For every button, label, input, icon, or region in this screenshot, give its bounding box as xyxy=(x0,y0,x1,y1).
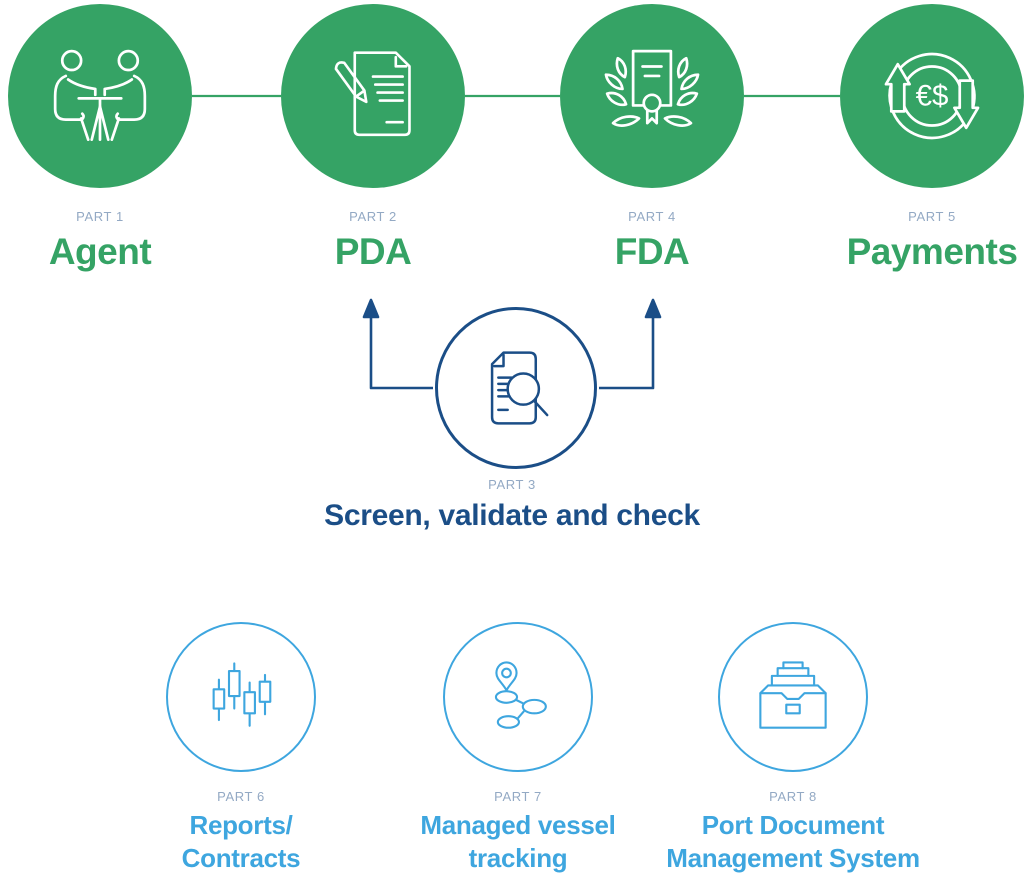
part-label: PART 7 xyxy=(494,789,542,804)
step-vessel-tracking: PART 7 Managed vessel tracking xyxy=(378,622,658,875)
meeting-icon xyxy=(53,49,147,142)
euro-dollar-symbols: €$ xyxy=(916,79,949,112)
pda-circle xyxy=(281,4,465,188)
step-title: Managed vessel tracking xyxy=(420,809,616,875)
payments-circle: €$ xyxy=(840,4,1024,188)
step-reports-contracts: PART 6 Reports/ Contracts xyxy=(101,622,381,875)
step-title: FDA xyxy=(614,231,690,272)
step-fda: PART 4 FDA xyxy=(522,4,782,273)
part-label: PART 3 xyxy=(488,477,536,492)
title-line: Management System xyxy=(666,843,920,873)
reports-circle xyxy=(166,622,316,772)
currency-exchange-icon: €$ xyxy=(884,52,980,140)
step-title: PDA xyxy=(334,231,412,272)
archive-box-icon xyxy=(759,661,827,729)
step-port-document-system: PART 8 Port Document Management System xyxy=(653,622,933,875)
document-system-circle xyxy=(718,622,868,772)
title-line: Port Document xyxy=(701,810,885,840)
step-title: Payments xyxy=(846,231,1018,272)
part-label: PART 8 xyxy=(769,789,817,804)
document-magnifier-icon xyxy=(490,351,549,425)
arrow-to-pda xyxy=(369,313,433,390)
title-line: Contracts xyxy=(181,843,301,873)
title-line: Managed vessel xyxy=(420,810,616,840)
step-title: Screen, validate and check xyxy=(324,499,700,532)
step-pda: PART 2 PDA xyxy=(243,4,503,273)
arrow-up-icon xyxy=(644,298,662,319)
certificate-laurel-icon xyxy=(604,49,700,127)
step-title: Agent xyxy=(48,231,152,272)
part-label: PART 6 xyxy=(217,789,265,804)
agent-circle xyxy=(8,4,192,188)
tracking-circle xyxy=(443,622,593,772)
document-pencil-icon xyxy=(334,51,411,137)
validation-circle xyxy=(435,307,597,469)
validation-text-block: PART 3 Screen, validate and check xyxy=(0,477,1024,533)
title-line: Reports/ xyxy=(189,810,293,840)
part-label: PART 2 xyxy=(349,209,397,224)
part-label: PART 1 xyxy=(76,209,124,224)
part-label: PART 5 xyxy=(908,209,956,224)
vessel-tracking-icon xyxy=(494,661,547,729)
step-title: Reports/ Contracts xyxy=(182,809,301,875)
part-label: PART 4 xyxy=(628,209,676,224)
step-agent: PART 1 Agent xyxy=(0,4,230,273)
arrow-up-icon xyxy=(362,298,380,319)
step-screen-validate xyxy=(435,307,597,469)
fda-circle xyxy=(560,4,744,188)
candlestick-chart-icon xyxy=(212,662,272,727)
arrow-to-fda xyxy=(599,313,655,390)
step-payments: €$ PART 5 Payments xyxy=(802,4,1024,273)
step-title: Port Document Management System xyxy=(666,809,920,875)
title-line: tracking xyxy=(468,843,568,873)
